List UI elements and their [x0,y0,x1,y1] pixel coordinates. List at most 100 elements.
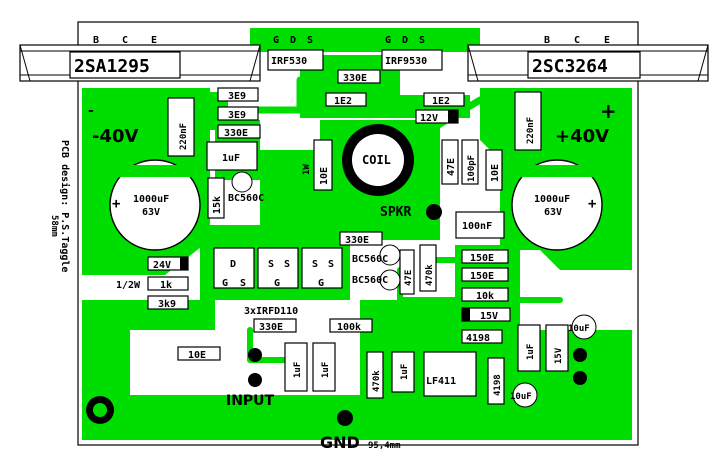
svg-text:3E9: 3E9 [228,110,246,121]
board-outline [77,21,639,446]
resistor-330e-top: 330E [337,69,381,84]
cap-220nf-right: 220nF [514,91,542,151]
svg-text:1000uF: 1000uF [133,194,169,205]
input-label: INPUT [226,393,275,409]
irfd-label: 3xIRFD110 [244,306,298,317]
resistor-4198-b: 4198 [487,357,505,405]
part-box-2sc3264 [527,51,641,79]
transistor-bc560c-mid-1: BC560C [352,244,401,266]
lf411: LF411 [423,351,477,397]
cap-1uf-c: 1uF [391,351,415,393]
mounting-hole [86,396,114,424]
svg-text:4198: 4198 [493,374,503,396]
irfd110-1: D G S [213,247,255,289]
svg-text:1E2: 1E2 [334,96,352,107]
resistor-10e-1w: 1W 10E [302,139,333,191]
svg-text:1uF: 1uF [222,153,240,164]
resistor-15k: 15k [207,177,225,219]
part-box-2sa1295 [69,51,181,79]
zener-24v: 24V [147,256,189,271]
svg-text:1uF: 1uF [526,344,536,360]
resistor-10e-right: 10E [485,149,503,191]
mosfet-irf9530: G D S IRF9530 [381,35,443,71]
svg-text:1uF: 1uF [321,362,331,378]
svg-text:G: G [274,278,280,289]
resistor-3k9: 3k9 [147,295,189,310]
resistor-330e-bot: 330E [253,318,297,333]
cap-100pf: 100pF [461,139,479,185]
svg-text:15V: 15V [554,347,564,364]
side-dim: 58mm [49,215,59,237]
svg-text:S: S [268,259,274,270]
part-label-2sc3264: 2SC3264 [532,56,608,77]
svg-text:150E: 150E [470,271,494,282]
coil-label: COIL [362,153,391,167]
cap-100nf: 100nF [455,211,505,239]
svg-text:10E: 10E [490,164,501,182]
svg-text:24V: 24V [153,260,171,271]
svg-text:3E9: 3E9 [228,91,246,102]
resistor-150e-b: 150E [461,267,509,282]
plus-sign: + [600,99,617,123]
resistor-330e-left: 330E [217,124,261,139]
resistor-150e-a: 150E [461,249,509,264]
input-pads: INPUT [226,348,275,409]
svg-text:10E: 10E [188,350,206,361]
zener-15v-b: 15V [545,324,569,372]
transistor-2sa1295: B C E 2SA1295 [69,35,181,79]
svg-text:1uF: 1uF [400,364,410,380]
minus-sign: - [88,103,94,119]
resistor-470k-mid: 470k [419,244,437,292]
svg-text:S: S [419,35,425,46]
svg-text:330E: 330E [224,128,248,139]
svg-text:4198: 4198 [466,333,490,344]
resistor-47e: 47E [441,139,459,185]
svg-text:220nF: 220nF [179,123,189,150]
supply-neg-label: -40V [92,126,139,147]
part-label-irf530: IRF530 [271,56,307,67]
pin-label-b-left: B [93,35,99,46]
dims-label: 95,4mm [368,441,401,451]
svg-text:S: S [240,278,246,289]
cap-1uf-d: 1uF [517,324,541,372]
pin-label-b-right: B [544,35,550,46]
svg-text:10uF: 10uF [568,324,590,334]
resistor-4198-a: 4198 [461,329,503,344]
svg-text:150E: 150E [470,253,494,264]
cap-1000uf-left: 1000uF 63V + [109,159,201,251]
cap-1uf-a: 1uF [284,342,308,392]
svg-text:S: S [328,259,334,270]
svg-text:63V: 63V [142,207,160,218]
svg-text:G: G [318,278,324,289]
resistor-330e-mid: 330E [339,231,383,246]
transistor-bc560c-mid-2: BC560C [352,269,401,291]
resistor-1e2-b: 1E2 [423,92,465,107]
part-label-2sa1295: 2SA1295 [74,56,150,77]
svg-text:S: S [284,259,290,270]
svg-text:G: G [222,278,228,289]
irfd110-3: S S G [301,247,343,289]
svg-text:BC560C: BC560C [352,275,388,286]
irfd110-2: S S G [257,247,299,289]
svg-text:1W: 1W [302,164,312,175]
svg-text:1000uF: 1000uF [534,194,570,205]
svg-text:G: G [385,35,391,46]
resistor-100k: 100k [329,318,373,333]
resistor-47e-mid: 47E [399,249,415,295]
cap-10uf-a: 10uF [568,314,597,340]
svg-text:1E2: 1E2 [432,96,450,107]
svg-text:330E: 330E [343,73,367,84]
svg-text:470k: 470k [372,370,382,392]
resistor-10k: 10k [461,287,509,302]
zener-15v-a: 15V [461,307,511,322]
svg-text:100nF: 100nF [462,221,492,232]
resistor-1k: 1k [147,276,189,291]
svg-text:10k: 10k [476,291,494,302]
cap-1uf-top: 1uF [206,141,258,171]
svg-text:1k: 1k [160,280,172,291]
cap-220nf-left: 220nF [167,97,195,157]
svg-text:47E: 47E [404,270,414,286]
lf411-label: LF411 [426,376,456,387]
svg-text:15k: 15k [212,196,223,214]
